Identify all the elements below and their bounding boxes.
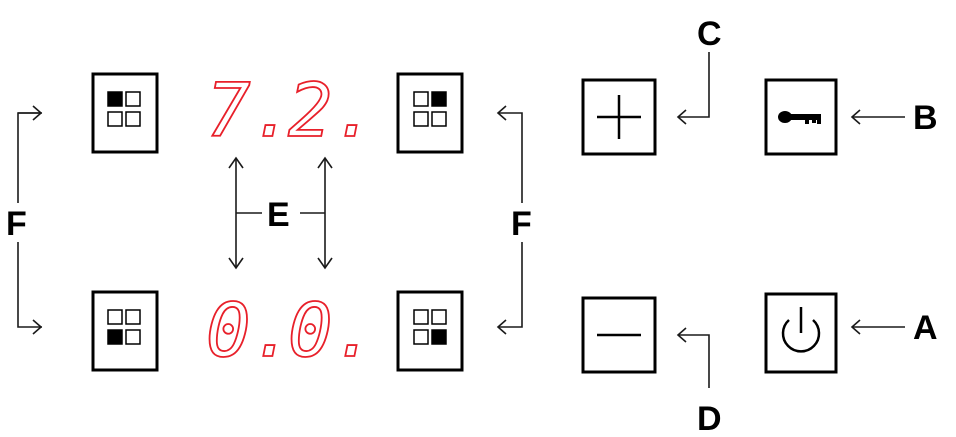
label-b: B xyxy=(913,99,938,137)
callout-f-left xyxy=(17,105,43,335)
zone-selector-bottom-right[interactable] xyxy=(396,290,464,372)
display-bottom-left: 0. xyxy=(206,288,295,374)
plus-button[interactable] xyxy=(581,78,657,156)
zone-selector-bottom-left[interactable] xyxy=(91,290,159,372)
callout-a xyxy=(850,319,905,335)
zone-grid-icon xyxy=(413,309,447,345)
label-f-left: F xyxy=(6,205,27,243)
zone-selector-top-left[interactable] xyxy=(91,72,159,154)
callout-c xyxy=(676,52,710,125)
label-f-right: F xyxy=(511,205,532,243)
key-lock-button[interactable] xyxy=(764,78,838,156)
callout-b xyxy=(850,109,905,125)
display-bottom-right: 0. xyxy=(288,288,377,374)
label-a: A xyxy=(913,309,938,347)
power-button[interactable] xyxy=(764,292,838,374)
zone-grid-icon xyxy=(107,91,141,127)
key-icon xyxy=(778,111,821,124)
label-d: D xyxy=(697,400,722,437)
zone-selector-top-right[interactable] xyxy=(396,72,464,154)
zone-grid-icon xyxy=(413,91,447,127)
label-e: E xyxy=(267,196,290,234)
plus-icon xyxy=(597,95,641,139)
power-icon xyxy=(781,307,821,353)
display-top-right: 2. xyxy=(288,68,377,154)
callout-d xyxy=(676,327,710,388)
label-c: C xyxy=(697,15,722,53)
display-top-left: 7. xyxy=(206,68,295,154)
callout-f-right xyxy=(496,105,523,335)
callout-e xyxy=(228,156,333,270)
minus-button[interactable] xyxy=(581,296,657,374)
zone-grid-icon xyxy=(107,309,141,345)
